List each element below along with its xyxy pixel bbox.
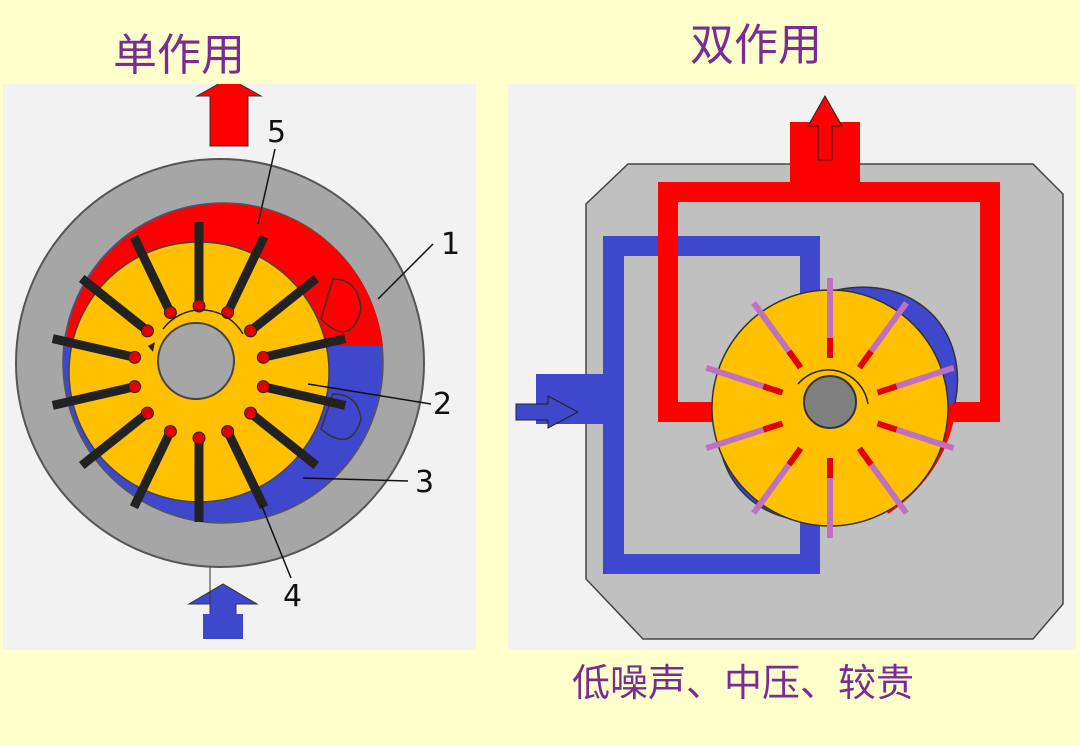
vane [225, 433, 269, 510]
shaft [157, 322, 235, 400]
vane-port [128, 380, 142, 394]
label-3: 3 [415, 465, 434, 500]
vane-root [856, 349, 874, 370]
label-1: 1 [441, 227, 460, 262]
vane-port [163, 306, 177, 320]
vane [129, 234, 173, 311]
vane [78, 412, 148, 470]
vane [266, 383, 347, 410]
vane-root [786, 446, 804, 467]
vane-port [128, 350, 142, 364]
outlet-arrow [807, 94, 843, 161]
vane [51, 334, 132, 361]
vane [266, 334, 347, 361]
outlet-arrow [195, 84, 263, 147]
vane-root [762, 383, 784, 396]
vanes [51, 222, 347, 522]
vane-port [244, 324, 258, 338]
vane-port [244, 406, 258, 420]
vane [129, 433, 173, 510]
double-acting-title: 双作用 [690, 20, 822, 71]
double-acting-diagram [508, 84, 1076, 650]
label-2: 2 [433, 387, 452, 422]
vanes [705, 278, 955, 538]
caption: 低噪声、中压、较贵 [572, 661, 915, 705]
vane-root [856, 446, 874, 467]
vane [78, 274, 148, 332]
vane-port [163, 424, 177, 438]
label-4: 4 [283, 579, 302, 614]
vane-port [140, 406, 154, 420]
vane-port [256, 350, 270, 364]
label-5: 5 [267, 115, 286, 150]
single-acting-title: 单作用 [113, 30, 245, 81]
vane-port [221, 306, 235, 320]
vane-port [192, 431, 206, 445]
vane-port [140, 324, 154, 338]
vane-port [256, 380, 270, 394]
vane [51, 383, 132, 410]
vane [250, 412, 320, 470]
shaft [803, 375, 857, 429]
vane [250, 274, 320, 332]
vane-root [762, 420, 784, 433]
vane-root [876, 383, 898, 396]
vane [225, 234, 269, 311]
vane-port [192, 299, 206, 313]
inlet-arrow [515, 395, 580, 429]
vane-root [876, 420, 898, 433]
vane-port [221, 424, 235, 438]
single-acting-diagram: 1 2 3 4 5 [3, 84, 476, 650]
vane-root [786, 349, 804, 370]
